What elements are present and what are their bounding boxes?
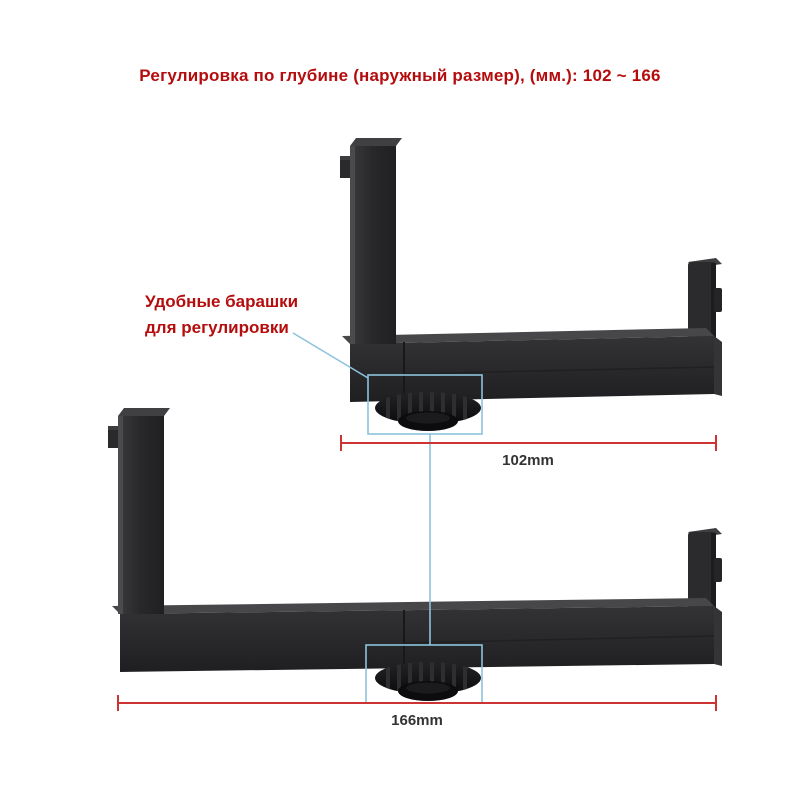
bracket-bottom-left-arm bbox=[108, 408, 170, 614]
dimension-bottom bbox=[117, 695, 717, 711]
callout-label-line2: для регулировки bbox=[145, 317, 289, 337]
dimension-top bbox=[340, 435, 717, 451]
callout-label-line1: Удобные барашки bbox=[145, 292, 299, 311]
highlight-box-top bbox=[367, 374, 483, 435]
bracket-bottom-right-lip bbox=[688, 528, 722, 610]
dimension-label-bottom: 166mm bbox=[391, 712, 443, 729]
bracket-bottom-bar bbox=[112, 596, 722, 672]
callout-label: Удобные барашки для регулировки bbox=[145, 289, 298, 340]
callout-connector-line bbox=[292, 332, 369, 379]
dimension-label-top: 102mm bbox=[502, 452, 554, 469]
thumbscrew-knob-bottom bbox=[375, 662, 481, 701]
bracket-top-left-arm bbox=[340, 138, 402, 344]
bracket-top-illustration bbox=[340, 138, 722, 431]
thumbscrew-knob-top bbox=[375, 392, 481, 431]
bracket-top-right-lip bbox=[688, 258, 722, 340]
callout-graphics bbox=[292, 332, 483, 704]
bracket-top-bar bbox=[342, 326, 722, 402]
title-text: Регулировка по глубине (наружный размер)… bbox=[139, 66, 661, 85]
bracket-bottom-illustration bbox=[108, 408, 722, 701]
